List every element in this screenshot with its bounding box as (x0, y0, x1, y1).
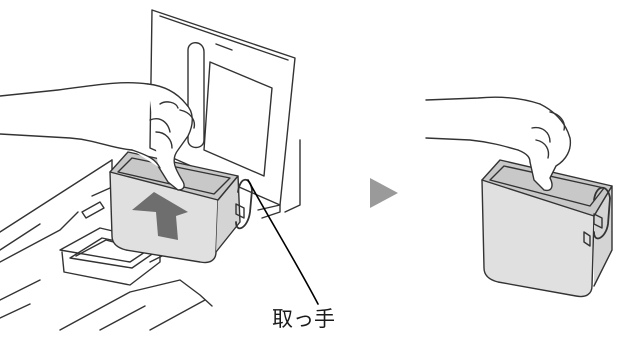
play-triangle-icon (370, 178, 398, 208)
handle-label: 取っ手 (272, 307, 335, 331)
callout-leader (247, 179, 319, 305)
machine-body (0, 159, 281, 331)
hand-right (425, 96, 572, 192)
open-lid (149, 9, 301, 213)
up-arrow-icon (132, 192, 188, 240)
hand-left (0, 82, 196, 191)
